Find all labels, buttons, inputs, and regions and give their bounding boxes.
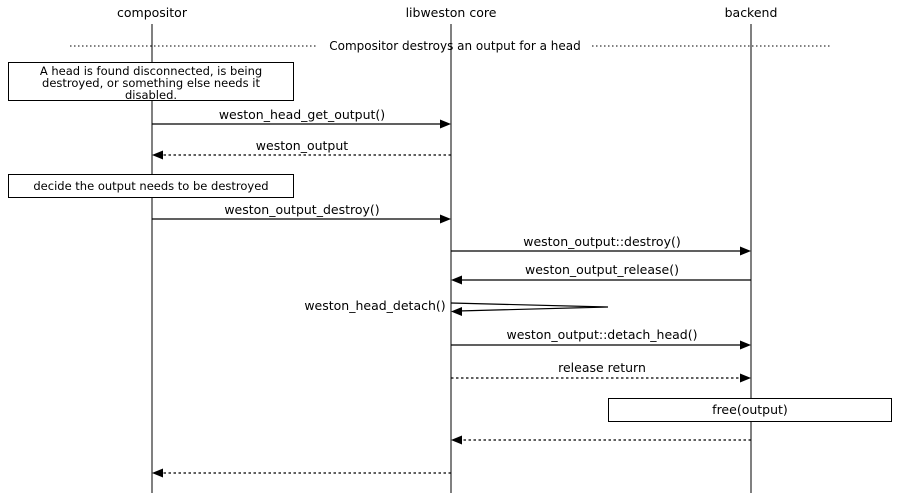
message-label-weston-output-release: weston_output_release() <box>525 262 679 277</box>
message-line-weston-head-detach-self <box>450 302 609 312</box>
participant-label-compositor: compositor <box>117 5 188 20</box>
message-label-weston-head-get-output: weston_head_get_output() <box>219 107 385 122</box>
message-label-weston-head-detach: weston_head_detach() <box>304 298 445 313</box>
action-box-label-free-output: free(output) <box>712 402 788 417</box>
arrow-head-icon-msg-5 <box>451 275 462 285</box>
arrow-head-icon-msg-2 <box>152 150 163 160</box>
action-box-free-output <box>608 398 892 422</box>
arrow-head-icon-msg-10 <box>152 468 163 478</box>
arrow-head-icon-msg-1 <box>440 119 451 129</box>
arrow-head-icon-msg-7 <box>740 340 751 350</box>
note-head-disconnected-line-1: A head is found disconnected, is being <box>40 64 262 78</box>
arrow-head-icon-msg-3 <box>440 214 451 224</box>
message-label-release-return: release return <box>558 360 646 375</box>
message-label-weston-output: weston_output <box>256 138 348 153</box>
message-label-weston-output-destroy: weston_output_destroy() <box>224 202 379 217</box>
note-decide-destroy-line-1: decide the output needs to be destroyed <box>33 179 268 193</box>
note-head-disconnected-box <box>8 62 294 101</box>
message-label-weston-output-destroy-vfunc: weston_output::destroy() <box>523 234 681 249</box>
arrow-head-icon-msg-6 <box>451 307 462 316</box>
divider-label: Compositor destroys an output for a head <box>329 39 581 53</box>
participant-label-backend: backend <box>725 5 778 20</box>
participant-label-libweston-core: libweston core <box>406 5 497 20</box>
arrow-head-icon-msg-8 <box>740 373 751 383</box>
message-label-weston-output-detach-head: weston_output::detach_head() <box>507 327 698 342</box>
note-decide-destroy-box <box>8 174 294 198</box>
arrow-head-icon-msg-4 <box>740 246 751 256</box>
arrow-head-icon-msg-9 <box>451 435 462 445</box>
note-head-disconnected-line-3: disabled. <box>125 88 177 102</box>
note-head-disconnected-line-2: destroyed, or something else needs it <box>42 76 260 90</box>
